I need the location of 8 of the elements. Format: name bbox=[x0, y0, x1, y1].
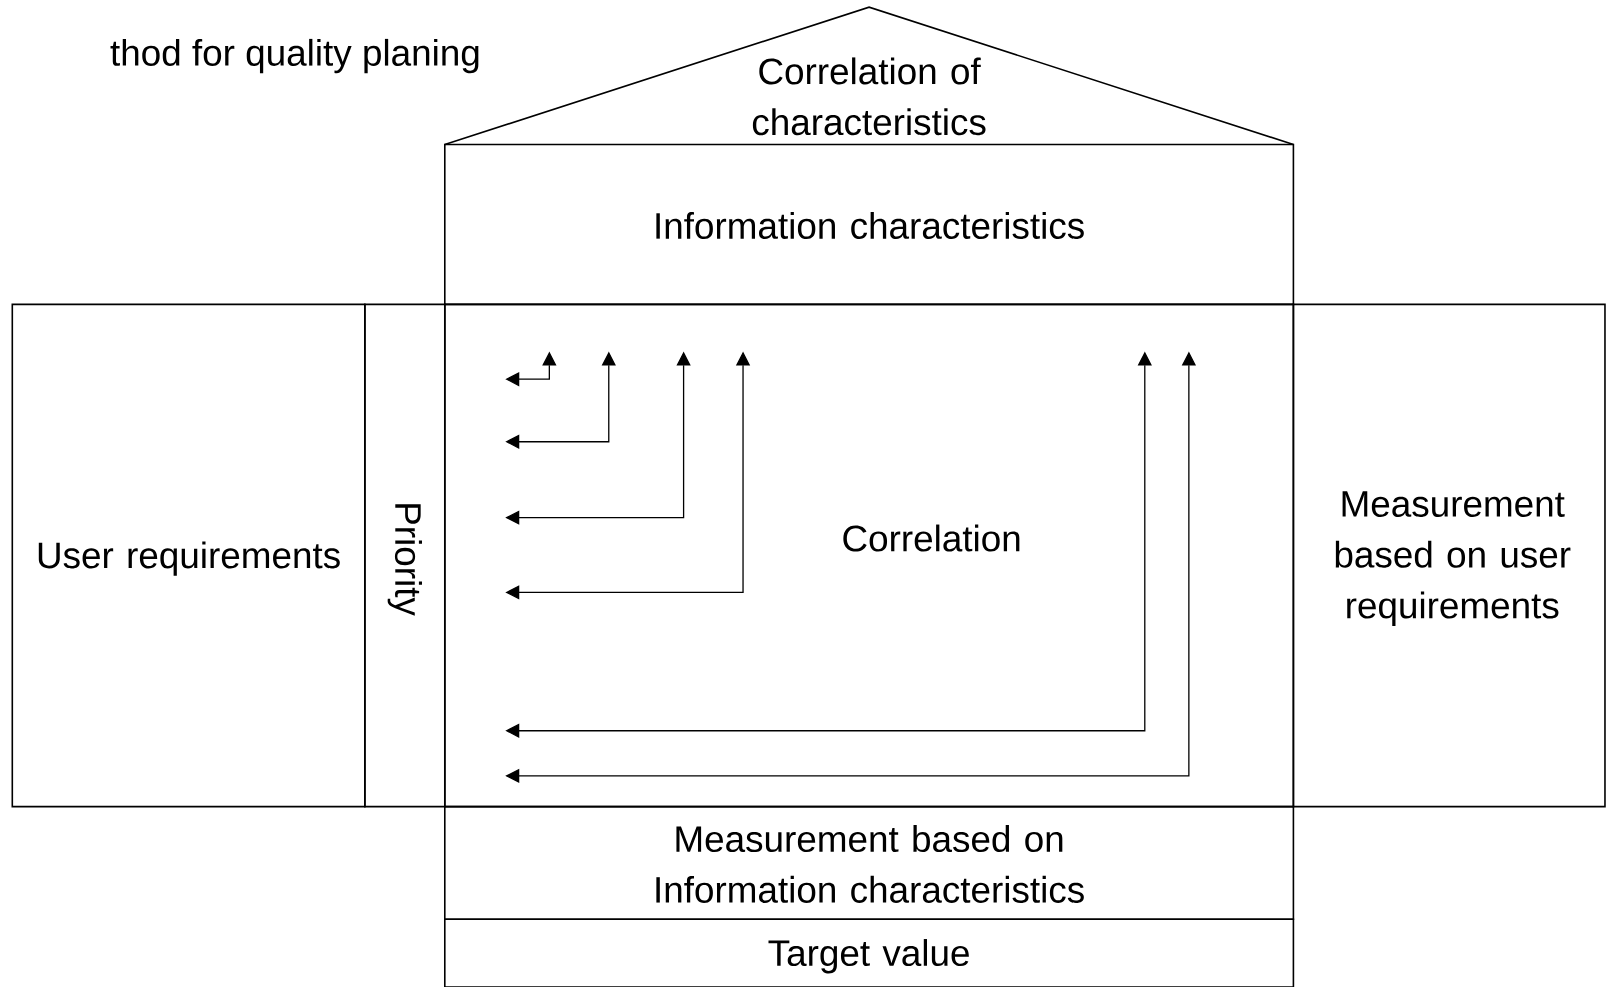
matrix-box: Target value bbox=[444, 918, 1295, 987]
matrix-box: Measurement based on Information characteristics bbox=[444, 805, 1295, 921]
matrix-box: Measurement based on user requirements bbox=[1292, 303, 1606, 808]
title-text: thod for quality planing bbox=[110, 38, 479, 74]
matrix-box: Correlation bbox=[444, 303, 1295, 808]
matrix-box: User requirements bbox=[11, 303, 366, 808]
matrix-box: Information characteristics bbox=[444, 143, 1295, 306]
matrix-box: Priority bbox=[364, 303, 446, 808]
